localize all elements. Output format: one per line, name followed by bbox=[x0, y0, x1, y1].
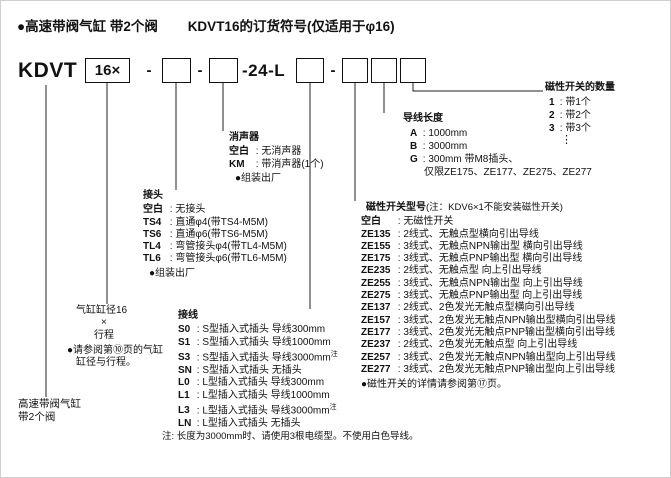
option-row: L1 : L型插入式插头 导线1000mm bbox=[178, 389, 330, 401]
model-box-fitting bbox=[162, 58, 191, 83]
product-label: 高速带阀气缸 带2个阀 bbox=[18, 398, 81, 424]
stroke-label: 行程 bbox=[94, 329, 114, 341]
wiring-footnote: 注: 长度为3000mm时、请使用3根电缆型。不使用白色导线。 bbox=[162, 431, 419, 442]
wiring-title: 接线 bbox=[178, 310, 198, 321]
option-row: ZE255 : 3线式、无触点NPN输出型 向上引出导线 bbox=[361, 277, 583, 289]
option-row: G : 300mm 带M8插头、仅限ZE175、ZE177、ZE275、ZE27… bbox=[410, 153, 592, 178]
option-row: ZE135 : 2线式、无触点型横向引出导线 bbox=[361, 228, 539, 240]
model-prefix: KDVT bbox=[18, 59, 78, 82]
option-row: ZE237 : 2线式、2色发光无触点型 向上引出导线 bbox=[361, 339, 578, 351]
option-row: S3 : S型插入式插头 导线3000mm注 bbox=[178, 351, 338, 364]
model-box-bore-text: 16× bbox=[94, 62, 121, 79]
switch-model-title: 磁性开关型号(注：KDV6×1不能安装磁性开关) bbox=[361, 202, 616, 214]
model-dash-2: - bbox=[197, 62, 203, 79]
option-row: L3 : L型插入式插头 导线3000mm注 bbox=[178, 404, 337, 417]
option-row: SN : S型插入式插头 无插头 bbox=[178, 364, 302, 376]
option-row: 3 : 带3个 bbox=[549, 123, 591, 135]
model-dash-1: - bbox=[146, 62, 152, 79]
option-row: 空白 : 无磁性开关 bbox=[361, 216, 454, 228]
option-row: TS6 : 直通φ6(带TS6-M5M) bbox=[143, 228, 268, 240]
option-row: 空白 : 无接头 bbox=[143, 204, 206, 216]
model-box-switch-model bbox=[342, 58, 368, 83]
switch-count-title: 磁性开关的数量 bbox=[545, 82, 615, 93]
option-row: B : 3000mm bbox=[410, 141, 468, 153]
option-row: 1 : 带1个 bbox=[549, 97, 591, 109]
option-row: A : 1000mm bbox=[410, 128, 468, 140]
option-row: 空白 : 无消声器 bbox=[229, 146, 302, 158]
product-label-line2: 带2个阀 bbox=[18, 411, 56, 423]
model-fixed-part: -24-L bbox=[242, 61, 286, 80]
silencer-title: 消声器 bbox=[229, 132, 259, 143]
switch-model-title-note: (注：KDV6×1不能安装磁性开关) bbox=[426, 202, 563, 213]
option-row: TS4 : 直通φ4(带TS4-M5M) bbox=[143, 216, 268, 228]
model-box-wiring bbox=[296, 58, 324, 83]
bore-times-sign: × bbox=[101, 317, 107, 329]
model-box-bore: 16× bbox=[85, 58, 130, 83]
model-box-silencer bbox=[209, 58, 238, 83]
switch-model-title-text: 磁性开关型号 bbox=[366, 202, 426, 213]
bore-stroke-block: 气缸缸径16 × 行程 ●请参阅第⑩页的气缸 缸径与行程。 bbox=[67, 305, 163, 369]
more-options-ellipsis: ⋮ bbox=[561, 134, 572, 147]
option-row: KM : 带消声器(1个) bbox=[229, 158, 324, 170]
lead-wire-title: 导线长度 bbox=[403, 113, 443, 124]
silencer-note: ●组装出厂 bbox=[235, 172, 282, 184]
product-label-line1: 高速带阀气缸 bbox=[18, 398, 81, 410]
leader-line-switch-count bbox=[412, 83, 543, 92]
option-row: LN : L型插入式插头 无插头 bbox=[178, 417, 301, 429]
page-title: ●高速带阀气缸 带2个阀 KDVT16的订货符号(仅适用于φ16) bbox=[17, 15, 395, 35]
model-dash-3: - bbox=[330, 62, 336, 79]
option-row: ZE275 : 3线式、无触点PNP输出型 向上引出导线 bbox=[361, 290, 583, 302]
bore-stroke-note-line1: ●请参阅第⑩页的气缸 bbox=[67, 344, 164, 356]
bore-label: 气缸缸径16 bbox=[76, 305, 128, 316]
page-title-left: ●高速带阀气缸 带2个阀 bbox=[17, 19, 158, 34]
option-row: ZE235 : 2线式、无触点型 向上引出导线 bbox=[361, 265, 542, 277]
model-box-lead-wire bbox=[371, 58, 397, 83]
option-row: ZE277 : 3线式、2色发光无触点PNP输出型向上引出导线 bbox=[361, 363, 616, 375]
option-row: ZE155 : 3线式、无触点NPN输出型 横向引出导线 bbox=[361, 240, 583, 252]
option-row: S0 : S型插入式插头 导线300mm bbox=[178, 324, 326, 336]
option-row: ZE157 : 3线式、2色发光无触点NPN输出型横向引出导线 bbox=[361, 314, 616, 326]
option-row: ZE175 : 3线式、无触点PNP输出型 横向引出导线 bbox=[361, 253, 583, 265]
fitting-title: 接头 bbox=[143, 190, 163, 201]
model-box-switch-count bbox=[400, 58, 426, 83]
option-row: TL6 : 弯管接头φ6(带TL6-M5M) bbox=[143, 253, 287, 265]
option-row: L0 : L型插入式插头 导线300mm bbox=[178, 377, 325, 389]
option-row: ZE257 : 3线式、2色发光无触点NPN输出型向上引出导线 bbox=[361, 351, 616, 363]
option-row: S1 : S型插入式插头 导线1000mm bbox=[178, 336, 331, 348]
switch-model-note: ●磁性开关的详情请参阅第⑰页。 bbox=[361, 379, 508, 391]
option-row: ZE137 : 2线式、2色发光无触点型横向引出导线 bbox=[361, 302, 575, 314]
option-row: ZE177 : 3线式、2色发光无触点PNP输出型横向引出导线 bbox=[361, 326, 616, 338]
page-title-right: KDVT16的订货符号(仅适用于φ16) bbox=[187, 19, 395, 34]
option-row: 2 : 带2个 bbox=[549, 110, 591, 122]
fitting-note: ●组装出厂 bbox=[149, 267, 196, 279]
bore-stroke-note-line2: 缸径与行程。 bbox=[76, 357, 136, 369]
option-row: TL4 : 弯管接头φ4(带TL4-M5M) bbox=[143, 241, 287, 253]
